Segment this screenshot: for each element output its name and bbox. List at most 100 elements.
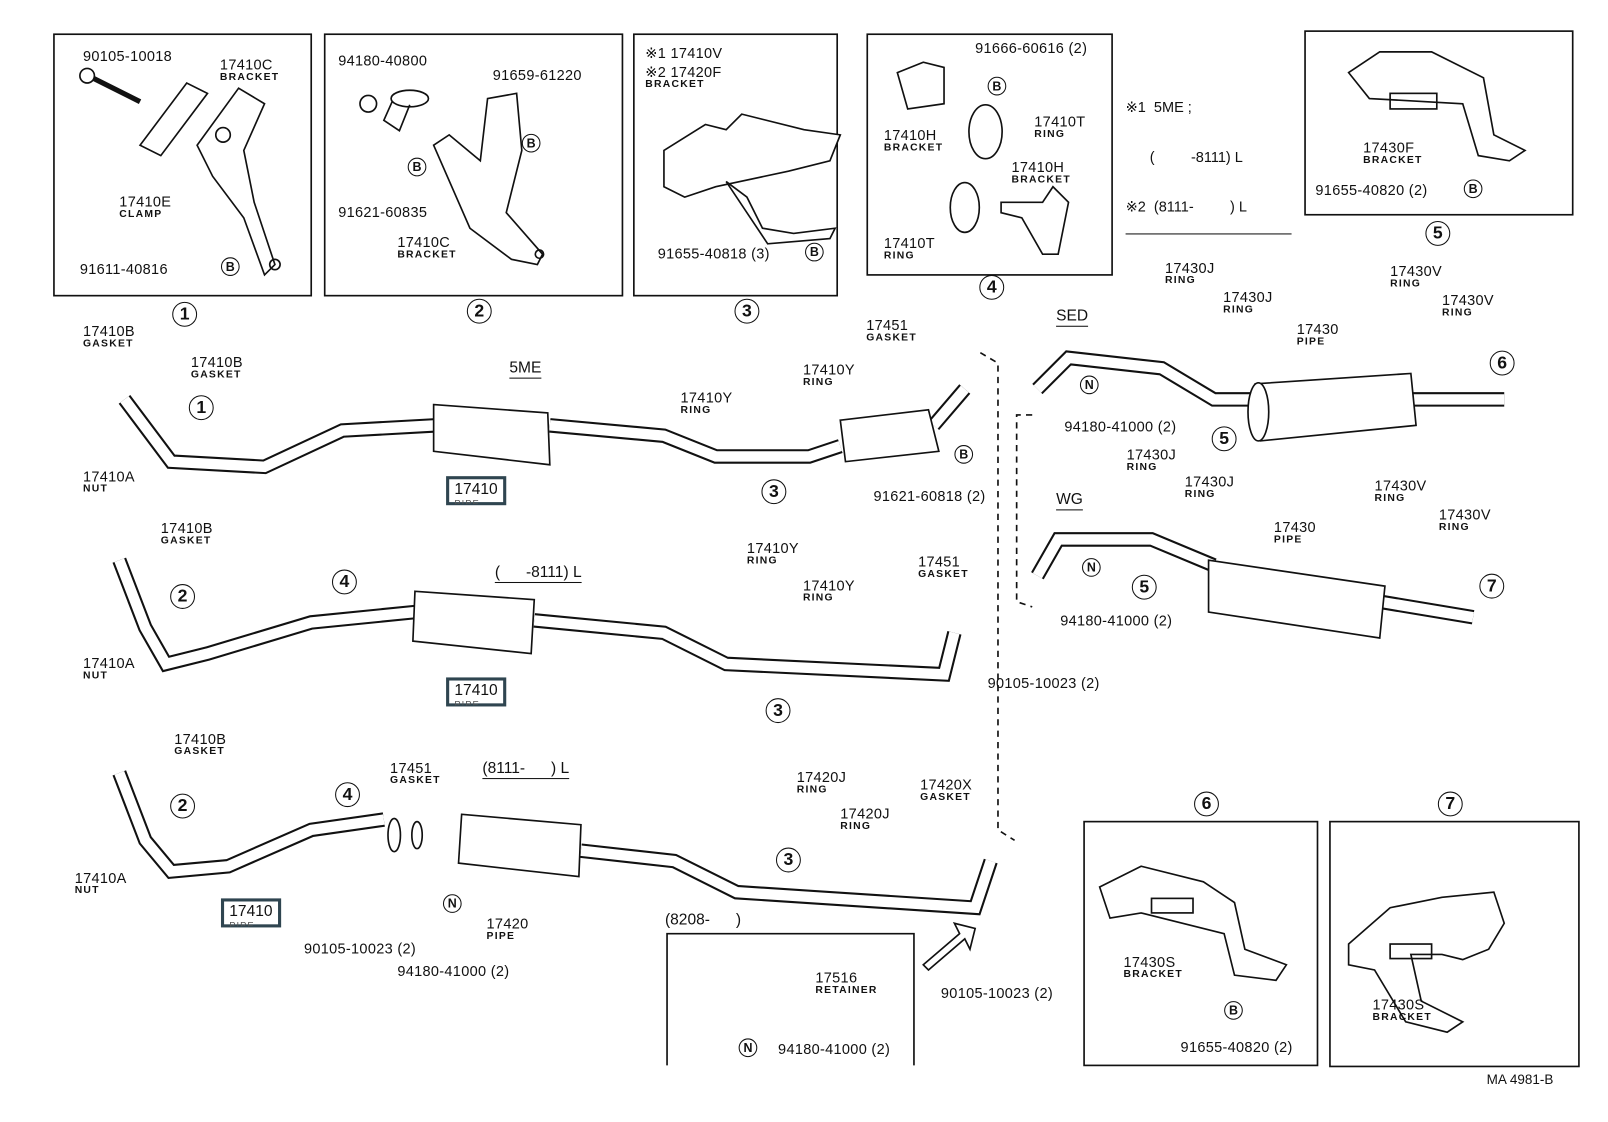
tail-muffler-sed (1254, 372, 1417, 442)
detail-frame-6 (1083, 820, 1319, 1067)
part-name: RING (802, 592, 834, 604)
part-label[interactable]: 91621-60835 (338, 204, 427, 219)
part-label[interactable]: 94180-41000 (2) (778, 1042, 890, 1057)
part-label[interactable]: 90105-10018 (83, 49, 172, 64)
part-label[interactable]: 91659-61220 (493, 67, 582, 82)
part-number: 17516 (815, 968, 858, 986)
part-number: 17410B (160, 519, 213, 537)
part-number: 17451 (918, 552, 961, 570)
part-label[interactable]: 94180-41000 (2) (1060, 613, 1172, 628)
part-number: 94180-41000 (2) (397, 962, 510, 980)
detail-frame-1 (53, 33, 313, 297)
part-name: RING (840, 820, 872, 832)
tail-muffler-wg (1207, 559, 1386, 639)
callout-circle-5: 5 (1131, 574, 1157, 600)
part-label[interactable]: 91655-40820 (2) (1315, 183, 1427, 198)
part-name: RING (1438, 521, 1470, 534)
part-number: 91655-40820 (2) (1315, 181, 1428, 199)
part-label[interactable]: 90105-10023 (2) (988, 675, 1100, 690)
part-number: 17430 (1296, 320, 1339, 338)
detail-frame-2 (323, 33, 624, 297)
bolt-marker-icon: B (987, 76, 1007, 96)
part-number: 17430V (1441, 291, 1494, 309)
muffler-5me (432, 403, 551, 466)
heading-sed: SED (1056, 307, 1089, 325)
part-number: 17410B (190, 353, 243, 371)
part-number: 17410H (883, 126, 937, 144)
part-name: BRACKET (645, 78, 705, 91)
part-label[interactable]: 94180-40800 (338, 53, 427, 68)
part-name: RING (746, 555, 778, 567)
part-number: 17430 (1273, 518, 1316, 536)
part-label[interactable]: 91666-60616 (2) (975, 40, 1087, 55)
part-label[interactable]: 90105-10023 (2) (304, 941, 416, 956)
heading-wg: WG (1056, 490, 1083, 509)
part-label[interactable]: 90105-10023 (2) (941, 986, 1053, 1001)
part-number: 94180-41000 (2) (1060, 612, 1173, 629)
part-number: 94180-41000 (2) (1064, 418, 1177, 435)
part-label[interactable]: 91655-40820 (2) (1181, 1039, 1293, 1054)
callout-circle-6: 6 (1194, 791, 1219, 817)
callout-circle-3: 3 (761, 479, 787, 505)
part-label[interactable]: 91611-40816 (80, 261, 168, 276)
part-name: NUT (82, 670, 109, 682)
part-number: ※2 17420F (645, 63, 722, 80)
part-label[interactable]: ※1 17410V (645, 46, 722, 61)
part-number: 17420J (840, 805, 890, 822)
part-name: RING (680, 404, 712, 416)
part-label[interactable]: 94180-41000 (2) (397, 964, 509, 979)
part-label[interactable]: 91621-60818 (2) (873, 489, 985, 504)
part-label[interactable]: 94180-41000 (2) (1064, 419, 1176, 434)
part-number: 17430S (1372, 995, 1425, 1013)
part-label[interactable]: 91655-40818 (3) (658, 246, 770, 261)
detail-frame-3 (633, 33, 839, 297)
bolt-marker-icon: B (1463, 179, 1483, 199)
heading-range-from-8111: (8111- ) L (482, 759, 570, 778)
callout-circle-2: 2 (466, 298, 492, 324)
part-number: 17410A (82, 467, 135, 485)
